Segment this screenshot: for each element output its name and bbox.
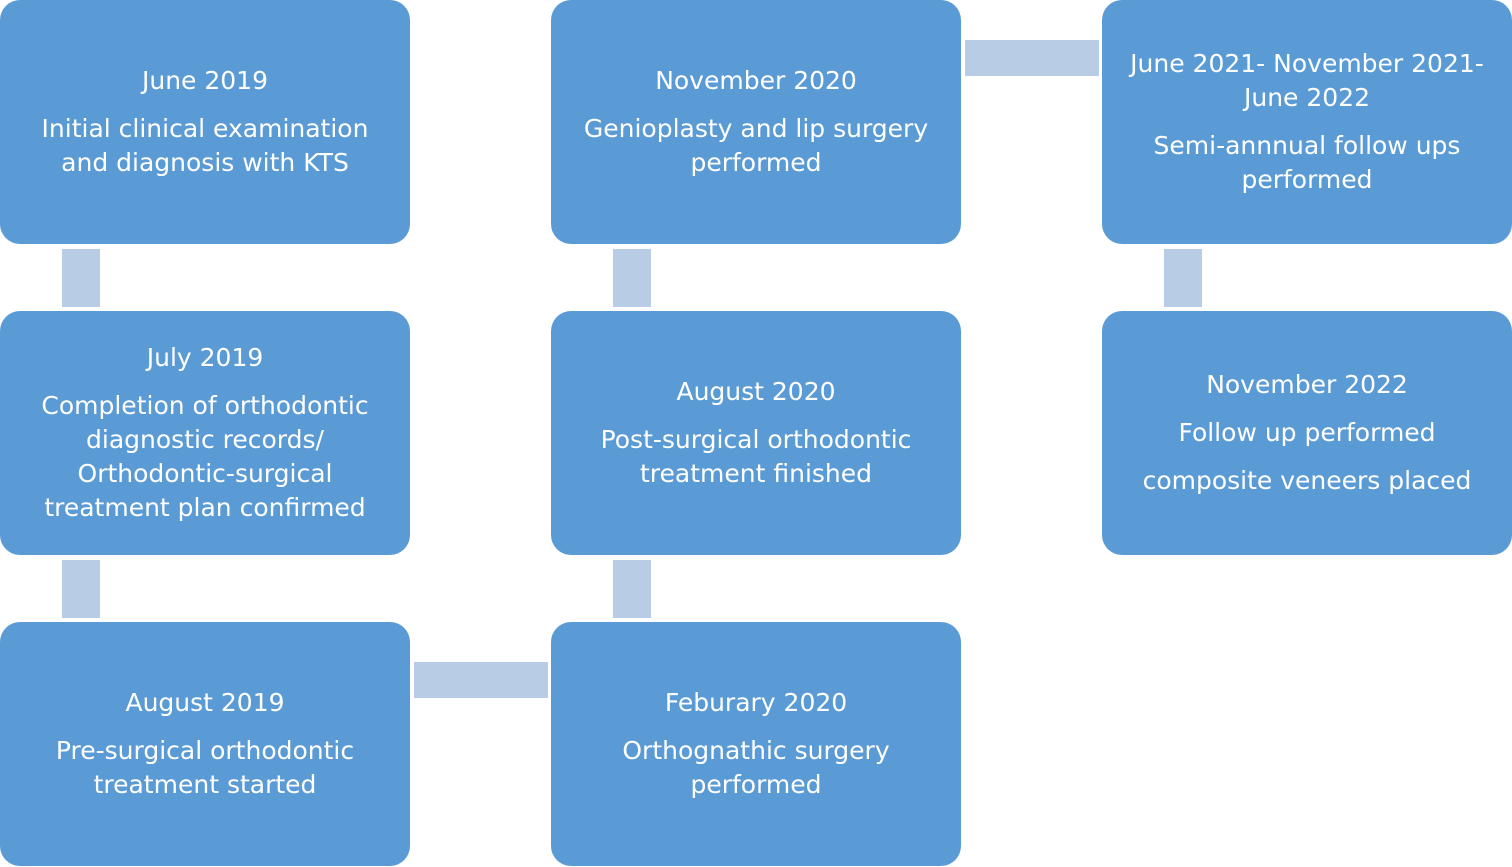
timeline-text-line: treatment finished — [639, 459, 873, 488]
timeline-text-line: Completion of orthodontic — [41, 391, 369, 420]
timeline-box-november-2022: November 2022 Follow up performed compos… — [1102, 311, 1512, 555]
timeline-date: August 2020 — [676, 377, 836, 406]
timeline-text-line: diagnostic records/ — [86, 425, 324, 454]
connector-july-august — [62, 560, 100, 618]
timeline-box-feburary-2020: Feburary 2020 Orthognathic surgery perfo… — [551, 622, 961, 866]
timeline-box-august-2020: August 2020 Post-surgical orthodontic tr… — [551, 311, 961, 555]
timeline-text-line: Pre-surgical orthodontic — [55, 736, 355, 765]
timeline-date: August 2019 — [125, 688, 285, 717]
timeline-text-line: and diagnosis with KTS — [61, 148, 349, 177]
timeline-date: November 2020 — [655, 66, 857, 95]
timeline-text-line: performed — [1241, 165, 1373, 194]
timeline-text-line: performed — [690, 148, 822, 177]
timeline-text-line: Genioplasty and lip surgery — [583, 114, 929, 143]
timeline-text-line: performed — [690, 770, 822, 799]
timeline-box-june-2021-2022: June 2021- November 2021- June 2022 Semi… — [1102, 0, 1512, 244]
timeline-text-line: Post-surgical orthodontic — [600, 425, 912, 454]
timeline-text-line: Orthodontic-surgical — [77, 459, 333, 488]
timeline-text-line: Semi-annnual follow ups — [1153, 131, 1461, 160]
timeline-box-november-2020: November 2020 Genioplasty and lip surger… — [551, 0, 961, 244]
timeline-box-july-2019: July 2019 Completion of orthodontic diag… — [0, 311, 410, 555]
connector-november2020-june2021 — [965, 40, 1099, 76]
connector-feburary-august2020 — [613, 560, 651, 618]
timeline-text-line: Initial clinical examination — [41, 114, 369, 143]
timeline-text-line: treatment plan confirmed — [44, 493, 366, 522]
timeline-box-june-2019: June 2019 Initial clinical examination a… — [0, 0, 410, 244]
timeline-text-line: treatment started — [93, 770, 317, 799]
timeline-box-august-2019: August 2019 Pre-surgical orthodontic tre… — [0, 622, 410, 866]
timeline-text-line: composite veneers placed — [1142, 466, 1472, 495]
timeline-date: Feburary 2020 — [664, 688, 848, 717]
timeline-date: June 2022 — [1243, 83, 1370, 112]
timeline-date: June 2021- November 2021- — [1130, 49, 1484, 78]
timeline-text-line: Orthognathic surgery — [622, 736, 890, 765]
timeline-date: November 2022 — [1206, 370, 1408, 399]
connector-august-feburary — [414, 662, 548, 698]
timeline-text-line: Follow up performed — [1178, 418, 1436, 447]
timeline-date: June 2019 — [141, 66, 268, 95]
connector-august2020-november2020 — [613, 249, 651, 307]
connector-june-july — [62, 249, 100, 307]
connector-june2021-november2022 — [1164, 249, 1202, 307]
timeline-date: July 2019 — [146, 343, 264, 372]
